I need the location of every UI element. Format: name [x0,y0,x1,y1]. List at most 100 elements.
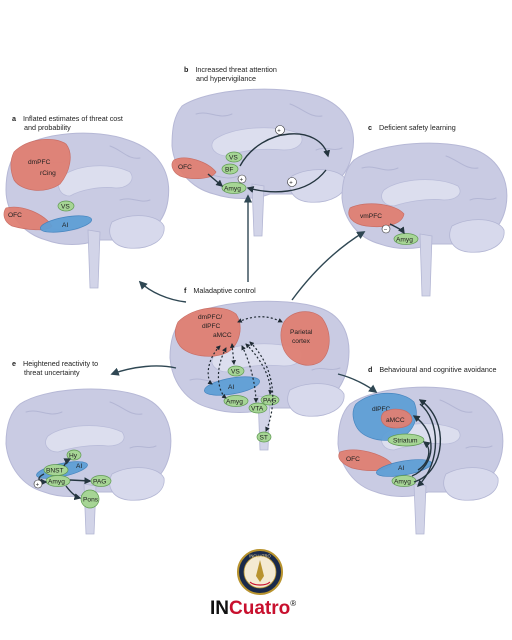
arrow-e-pons [65,485,82,501]
panel-d-title-line1: Behavioural and cognitive avoidance [379,365,496,374]
label-a-ofc: OFC [8,212,22,219]
arrow-d-back [417,403,437,487]
svg-text:d Behavioural and cognit: d Behavioural and cognitive avoidance [368,365,496,374]
arrow-b-ofc-amyg [207,173,224,187]
brain-b [171,88,354,237]
region-a-ai [40,215,92,233]
region-e-hy [66,449,82,461]
connector-f-to-c [291,231,366,301]
label-b-ofc: OFC [178,164,192,171]
logo-text-in: IN [210,598,229,619]
region-d-striatum [387,433,425,447]
minus-c [381,224,391,234]
region-d-amcc [380,408,413,429]
panel-e: e Heightened reactivity to threat uncert… [5,359,172,535]
panel-b-letter: b [184,65,189,74]
region-a-dmpfc [10,138,71,191]
brain-e [5,388,172,535]
label-a-dmpfc: dmPFC [28,159,51,166]
label-d-amcc: aMCC [386,417,405,424]
label-e-hy: Hy [69,453,78,460]
panel-f: f Maladaptive control dmPFC/ dlPFC aMCC … [169,286,350,451]
label-d-ai: AI [398,465,404,472]
svg-text:b Increased threat atten: b Increased threat attention [184,65,277,74]
logo-reg-mark: ® [290,599,296,608]
label-e-pons: Pons [83,497,99,504]
label-f-vs: VS [231,369,240,376]
connector-f-to-e [110,365,177,376]
region-b-bf [221,163,239,175]
dotted-f-vs [229,343,237,365]
panel-a-title-line1: Inflated estimates of threat cost [23,114,123,123]
svg-text:f Maladaptive control: f Maladaptive control [184,286,256,295]
dotted-f-amyg [217,347,227,399]
panel-e-letter: e [12,359,16,368]
dotted-f-parietal [237,316,283,323]
region-b-amyg [221,182,247,194]
label-d-amyg: Amyg [394,479,411,486]
plus-b-1 [275,125,285,135]
plus-b-1-sign: + [277,128,281,134]
region-f-parietal [280,311,330,366]
region-b-vs [225,151,243,163]
label-f-parietal-2: cortex [292,338,311,345]
label-b-vs: VS [229,155,238,162]
panel-c-title-line1: Deficient safety learning [379,123,456,132]
region-f-st [256,431,272,443]
minus-c-sign: − [384,227,388,233]
panel-a: a Inflated estimates of threat cost and … [3,114,170,289]
incuatro-logo: INCUATRO INCuatro® [210,549,296,619]
dotted-f-ai [207,345,221,385]
panel-d-letter: d [368,365,372,374]
svg-text:e Heightened reactivity: e Heightened reactivity to [12,359,98,368]
logo-seal-emblem [256,560,264,582]
arrow-b-return [246,169,327,193]
arrow-e-pag [69,477,92,485]
arrow-e-hy [63,458,72,467]
label-f-pag: PAG [263,398,276,405]
panel-e-title-line2: threat uncertainty [24,368,80,377]
region-d-ofc [338,449,393,471]
svg-text:a Inflated estimates of: a Inflated estimates of threat cost [12,114,123,123]
region-f-dmpfc [174,307,241,357]
region-c-vmpfc [348,203,405,228]
plus-b-2-sign: + [289,180,293,186]
plus-b-3 [237,174,247,184]
label-e-pag: PAG [93,479,106,486]
plus-b-3-sign: + [240,177,244,183]
label-c-amyg: Amyg [396,237,413,244]
svg-text:c Deficient safety learn: c Deficient safety learning [368,123,456,132]
panel-d: d Behavioural and cognitive avoidance dl… [337,365,504,535]
panel-e-title-line1: Heightened reactivity to [23,359,98,368]
logo-text-cuatro: Cuatro [229,598,290,619]
panel-b: b Increased threat attention and hypervi… [171,65,354,237]
label-a-vs: VS [61,204,70,211]
plus-e [33,479,43,489]
plus-e-sign: + [36,482,40,488]
logo-seal-ribbon [249,581,271,586]
panel-b-title-line1: Increased threat attention [195,65,277,74]
arrow-e-bnst [38,473,48,486]
label-f-amyg: Amyg [226,399,243,406]
label-f-parietal-1: Parietal [290,329,313,336]
connector-arrows [110,194,378,394]
plus-b-2 [287,177,297,187]
label-e-bnst: BNST [46,468,64,475]
label-d-dlpfc: dlPFC [372,406,391,413]
label-f-dmpfc: dmPFC/ [198,314,222,321]
connector-f-to-a [138,280,187,303]
dotted-f-st [249,341,274,432]
label-b-bf: BF [225,167,233,174]
label-c-vmpfc: vmPFC [360,213,382,220]
label-f-dlpfc: dlPFC [202,323,221,330]
label-d-striatum: Striatum [393,438,418,445]
label-f-st: ST [260,435,268,442]
panel-a-letter: a [12,114,17,123]
panel-b-title-line2: and hypervigilance [196,74,256,83]
region-a-vs [57,200,75,212]
region-a-ofc [3,206,53,231]
arrow-d-outer [413,399,441,483]
panel-c: c Deficient safety learning vmPFC Amyg − [341,123,508,297]
label-d-ofc: OFC [346,456,360,463]
arrow-d-inner [417,441,431,471]
